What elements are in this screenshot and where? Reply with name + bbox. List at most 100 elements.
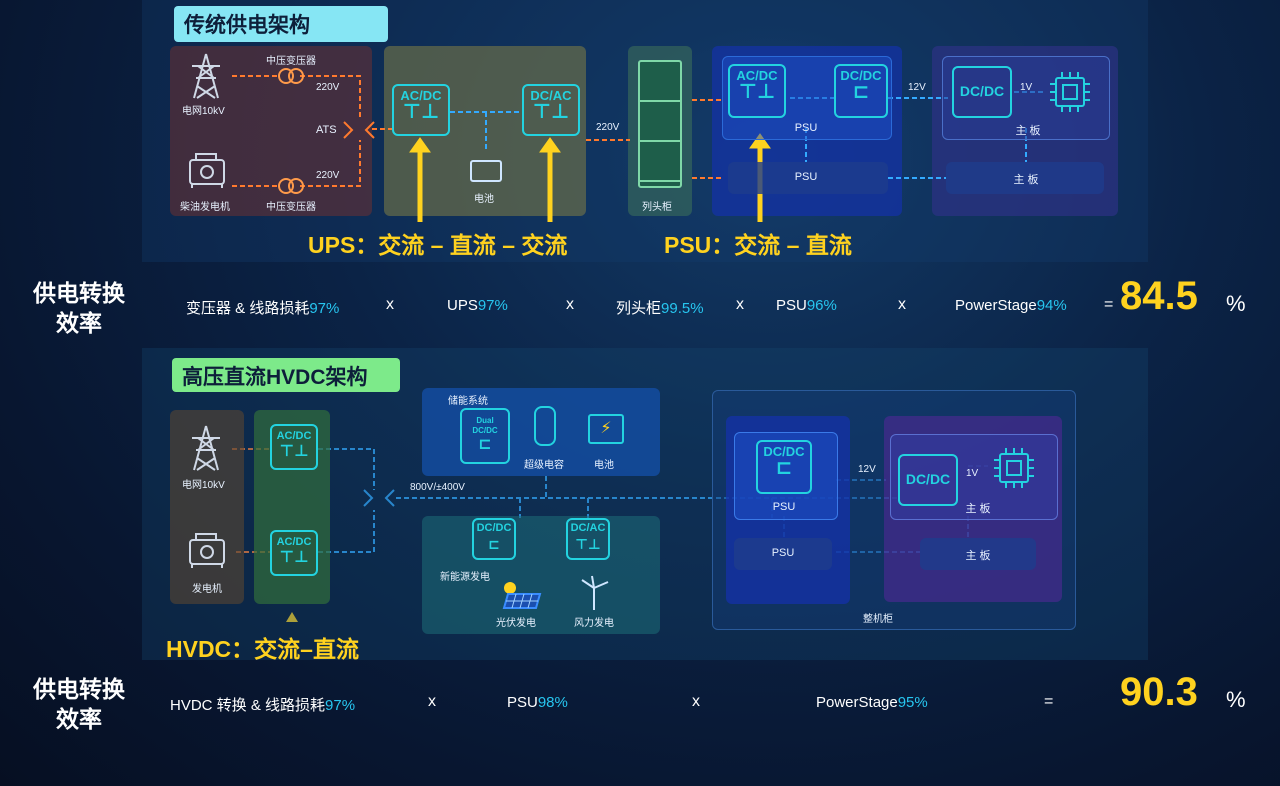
renewable-label: 新能源发电 bbox=[440, 572, 490, 583]
acdc-label: AC/DC bbox=[276, 430, 312, 442]
transformer-symbol-icon: ⊤⊥ bbox=[532, 101, 570, 123]
eff1-item-transformer: 变压器 & 线路损耗97% bbox=[186, 297, 339, 318]
grid-label: 电网10kV bbox=[182, 106, 225, 117]
eff2-item-psu: PSU98% bbox=[507, 694, 568, 711]
renew-dcdc-module: DC/DC⊏ bbox=[472, 518, 516, 560]
battery-label: 电池 bbox=[474, 194, 494, 205]
hvdc-psu2-box bbox=[734, 538, 832, 570]
times-sign: x bbox=[898, 296, 906, 313]
hvdc-board2-box bbox=[920, 538, 1036, 570]
item-pct: 99.5% bbox=[661, 300, 704, 317]
eff1-title: 供电转换 效率 bbox=[20, 278, 138, 338]
voltage-1v: 1V bbox=[1020, 82, 1033, 93]
eff1-item-ups: UPS97% bbox=[447, 297, 508, 314]
supercap-label: 超级电容 bbox=[524, 460, 564, 471]
hvdc-acdc-bottom: AC/DC⊤⊥ bbox=[270, 530, 318, 576]
hvdc-grid-label: 电网10kV bbox=[182, 480, 225, 491]
eff1-result: 84.5 bbox=[1120, 274, 1198, 318]
rack-label: 整机柜 bbox=[863, 614, 893, 625]
transformer-symbol-icon: ⊤⊥ bbox=[402, 101, 440, 123]
item-name: UPS bbox=[447, 297, 478, 314]
switch-symbol-icon: ⊏ bbox=[478, 436, 492, 453]
hvdc-acdc-top: AC/DC⊤⊥ bbox=[270, 424, 318, 470]
storage-battery-label: 电池 bbox=[594, 460, 614, 471]
eff1-item-powerstage: PowerStage94% bbox=[955, 297, 1067, 314]
board-dcdc-module: DC/DC bbox=[952, 66, 1012, 118]
item-pct: 97% bbox=[477, 297, 508, 314]
psu-caption: PSU：交流 – 直流 bbox=[664, 232, 852, 258]
eff1-percent: % bbox=[1226, 291, 1246, 316]
eff2-title-line2: 效率 bbox=[56, 706, 102, 732]
psu-inner-box bbox=[722, 56, 892, 140]
times-sign: x bbox=[386, 296, 394, 313]
supercap-icon bbox=[534, 406, 556, 446]
eff1-item-psu: PSU96% bbox=[776, 297, 837, 314]
item-name: 变压器 & 线路损耗 bbox=[186, 300, 310, 317]
transformer-symbol-icon: ⊤⊥ bbox=[279, 443, 309, 460]
times-sign: x bbox=[566, 296, 574, 313]
generator-label: 柴油发电机 bbox=[180, 202, 230, 213]
cpu-chip-icon bbox=[1048, 70, 1092, 114]
transformer-top-label: 中压变压器 bbox=[266, 56, 316, 67]
eff2-percent: % bbox=[1226, 687, 1246, 712]
times-sign: x bbox=[428, 693, 436, 710]
renew-dcdc-label: DC/DC bbox=[476, 522, 512, 534]
ups-caption: UPS：交流 – 直流 – 交流 bbox=[308, 232, 568, 258]
transformer-symbol-icon: ⊤⊥ bbox=[738, 81, 776, 103]
item-pct: 98% bbox=[537, 694, 568, 711]
eff1-item-cabinet: 列头柜99.5% bbox=[616, 297, 704, 318]
power-tower-icon bbox=[186, 52, 226, 100]
eff2-title: 供电转换 效率 bbox=[20, 674, 138, 734]
ups-dcac-module: DC/AC⊤⊥ bbox=[522, 84, 580, 136]
switch-symbol-icon: ⊏ bbox=[852, 81, 870, 103]
psu2-box bbox=[728, 162, 888, 194]
acdc-label: AC/DC bbox=[276, 536, 312, 548]
renew-dcac-label: DC/AC bbox=[570, 522, 606, 534]
voltage-12v: 12V bbox=[908, 82, 926, 93]
eff2-result: 90.3 bbox=[1120, 670, 1198, 714]
hvdc-psu-dcdc-module: DC/DC⊏ bbox=[756, 440, 812, 494]
psu-dcdc-label: DC/DC bbox=[763, 444, 805, 459]
hvdc-voltage-12v: 12V bbox=[858, 464, 876, 475]
eff1-title-line2: 效率 bbox=[56, 310, 102, 336]
traditional-title: 传统供电架构 bbox=[174, 6, 388, 42]
dual-dcdc-label: Dual DC/DC bbox=[472, 416, 498, 435]
psu2-label: PSU bbox=[794, 171, 818, 183]
psu1-label: PSU bbox=[794, 122, 818, 134]
item-pct: 96% bbox=[806, 297, 837, 314]
hvdc-board1-label: 主 板 bbox=[965, 503, 991, 515]
item-name: HVDC 转换 & 线路损耗 bbox=[170, 697, 326, 714]
equals-sign: = bbox=[1044, 693, 1054, 710]
eff2-item-hvdc: HVDC 转换 & 线路损耗97% bbox=[170, 694, 355, 715]
voltage-220-top: 220V bbox=[316, 82, 340, 93]
board-inner-box bbox=[942, 56, 1110, 140]
board-dcdc-label: DC/DC bbox=[959, 83, 1005, 99]
psu-acdc-module: AC/DC⊤⊥ bbox=[728, 64, 786, 118]
hvdc-psu1-label: PSU bbox=[772, 501, 796, 513]
board-dcdc-label: DC/DC bbox=[905, 471, 951, 487]
voltage-220-bottom: 220V bbox=[316, 170, 340, 181]
bus-voltage-label: 800V/±400V bbox=[410, 482, 465, 493]
hvdc-title: 高压直流HVDC架构 bbox=[172, 358, 400, 392]
transformer-symbol-icon: ⊤⊥ bbox=[575, 536, 601, 552]
hvdc-generator-label: 发电机 bbox=[192, 584, 222, 595]
item-name: PowerStage bbox=[816, 694, 898, 711]
board2-label: 主 板 bbox=[1013, 174, 1039, 186]
battery-icon: ⚡ bbox=[588, 414, 624, 444]
item-pct: 94% bbox=[1036, 297, 1067, 314]
eff2-item-powerstage: PowerStage95% bbox=[816, 694, 928, 711]
wind-label: 风力发电 bbox=[574, 618, 614, 629]
board1-label: 主 板 bbox=[1015, 125, 1041, 137]
cpu-chip-icon bbox=[992, 446, 1036, 490]
power-tower-icon bbox=[186, 424, 226, 472]
generator-icon bbox=[186, 150, 228, 190]
item-pct: 95% bbox=[897, 694, 928, 711]
storage-title: 储能系统 bbox=[448, 396, 488, 407]
wind-turbine-icon bbox=[576, 574, 612, 612]
psu-dcdc-label: DC/DC bbox=[840, 68, 882, 83]
cabinet-label: 列头柜 bbox=[642, 202, 672, 213]
ups-acdc-label: AC/DC bbox=[400, 88, 442, 103]
switch-symbol-icon: ⊏ bbox=[775, 457, 793, 479]
hvdc-voltage-1v: 1V bbox=[966, 468, 979, 479]
